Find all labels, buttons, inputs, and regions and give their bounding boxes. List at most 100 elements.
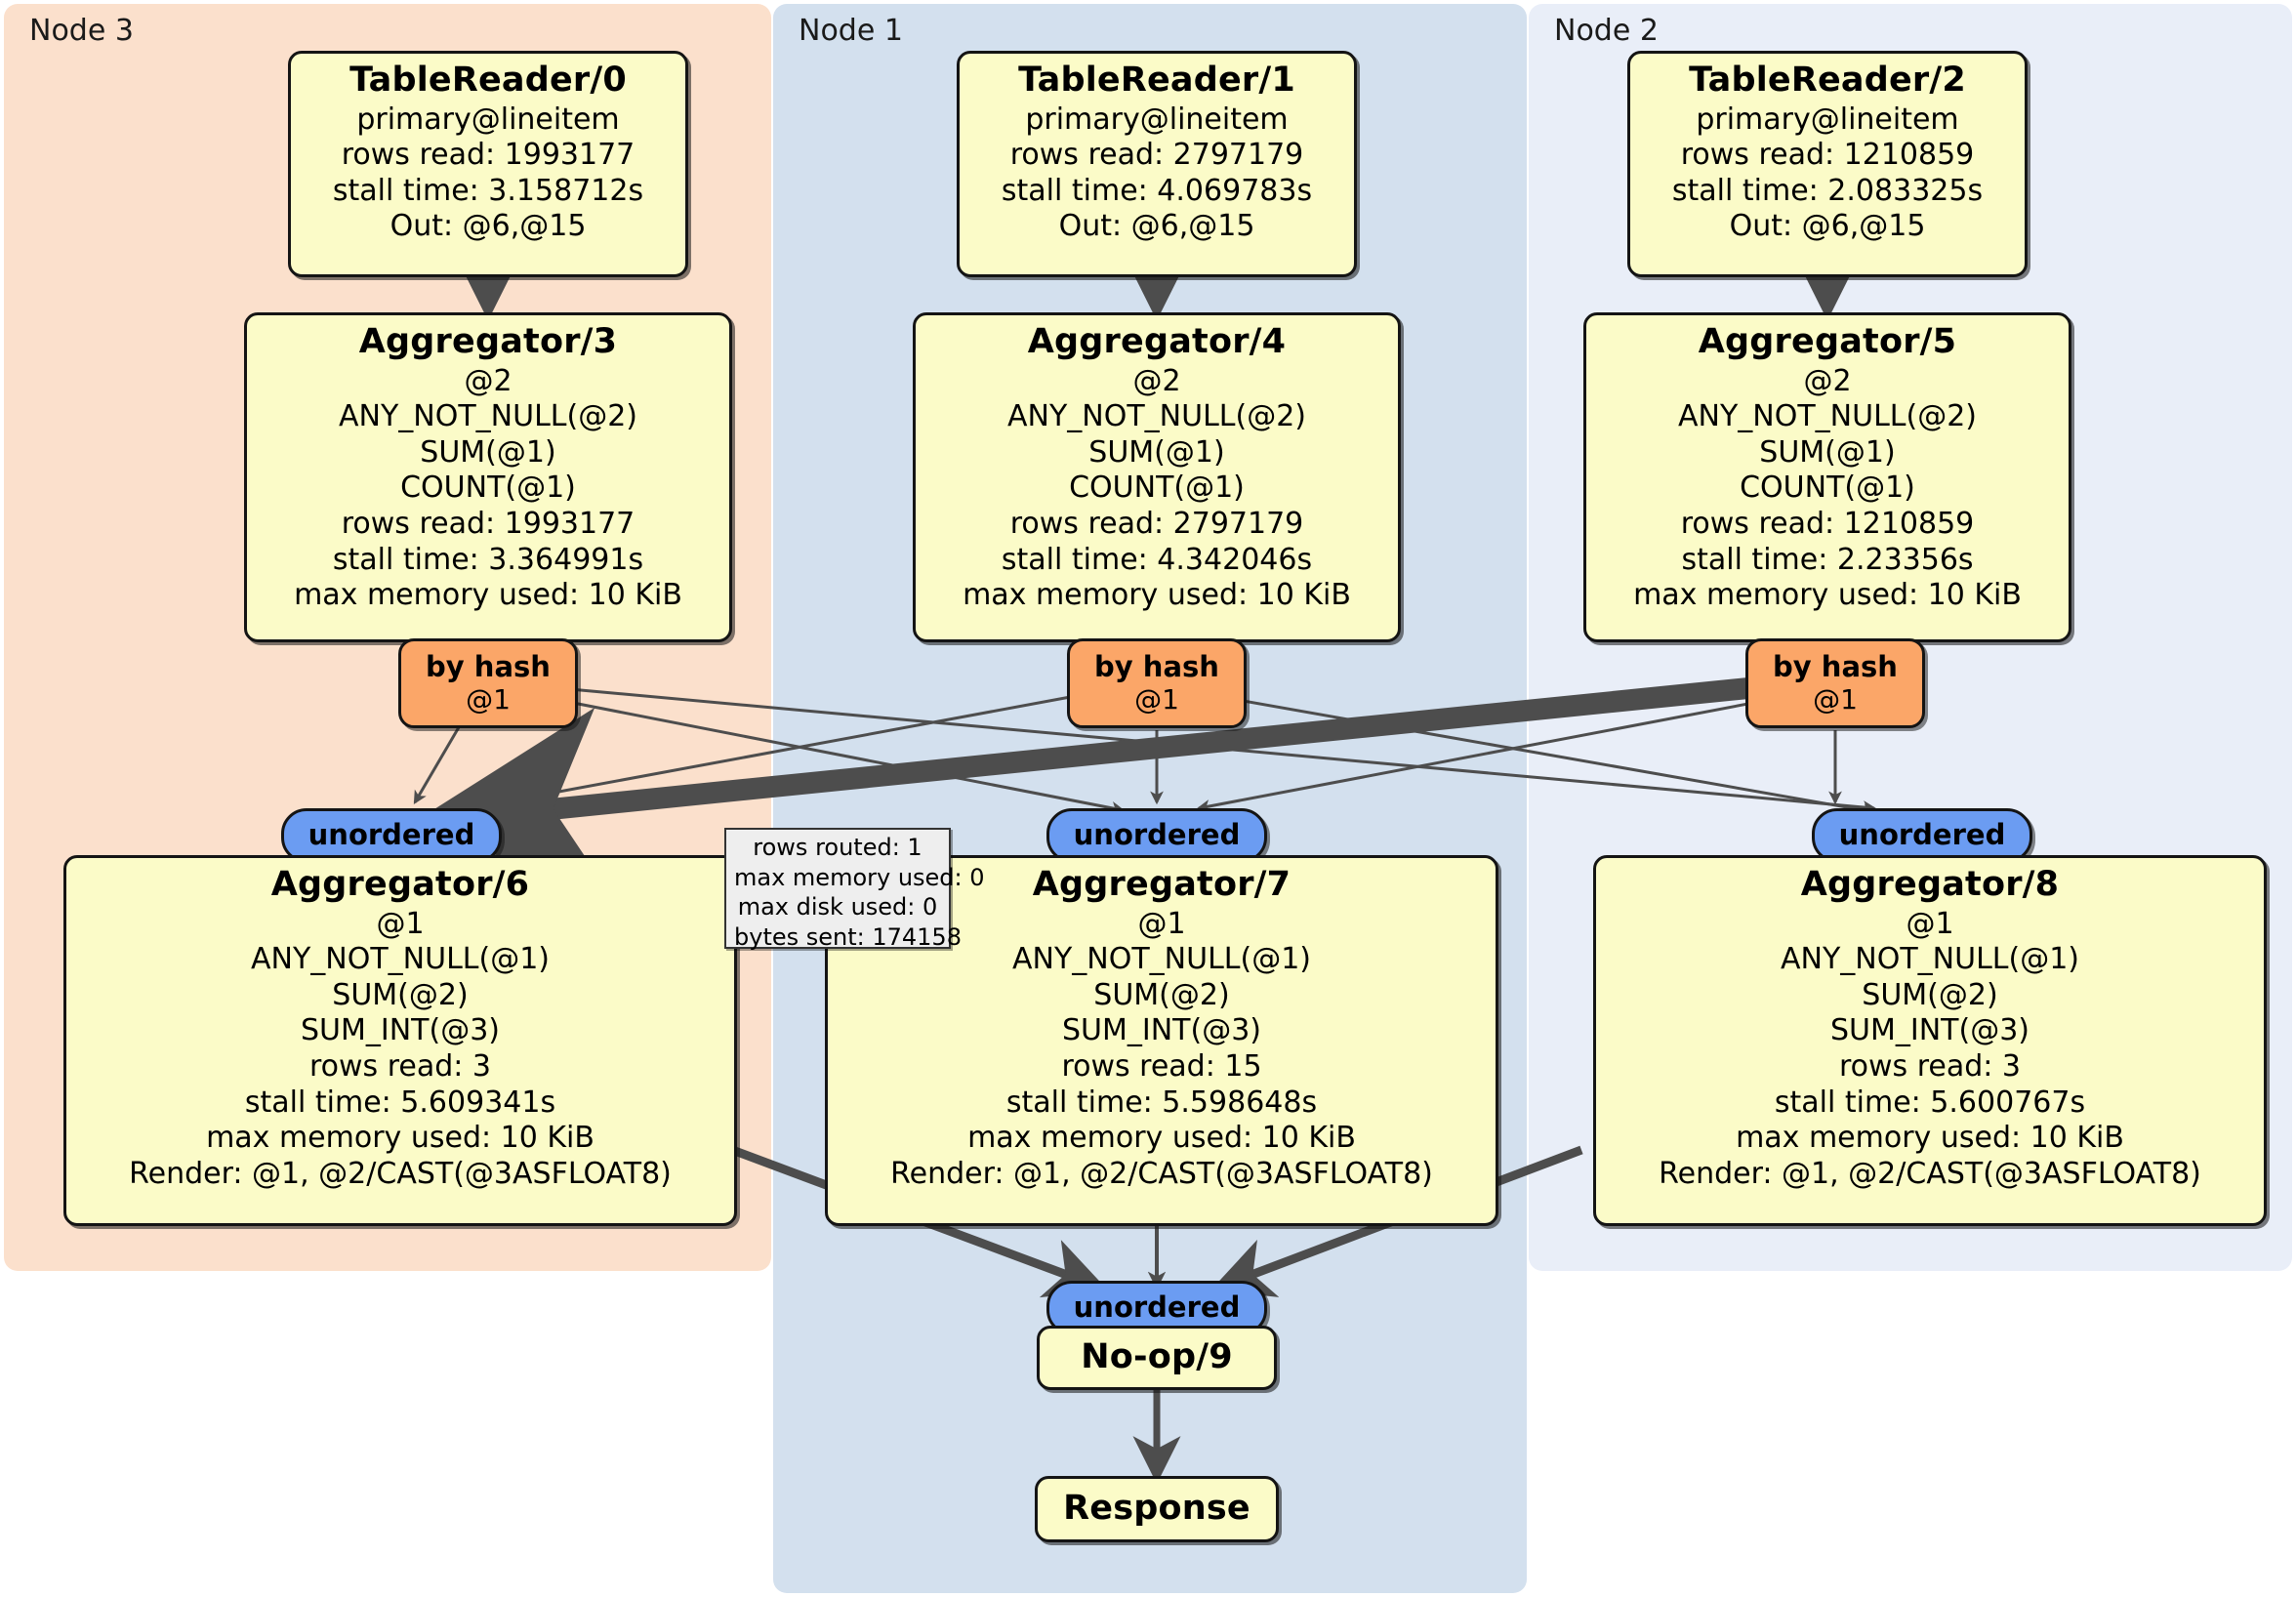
processor-detail: max memory used: 10 KiB	[1736, 1121, 2124, 1156]
processor-detail: rows read: 2797179	[1009, 507, 1304, 542]
processor-detail: max memory used: 10 KiB	[294, 578, 682, 613]
processor-detail: ANY_NOT_NULL(@1)	[1781, 942, 2079, 977]
processor-tablereader-1[interactable]: TableReader/1 primary@lineitem rows read…	[957, 51, 1357, 277]
processor-aggregator-4[interactable]: Aggregator/4 @2 ANY_NOT_NULL(@2) SUM(@1)…	[913, 312, 1401, 642]
processor-tablereader-0[interactable]: TableReader/0 primary@lineitem rows read…	[288, 51, 688, 277]
synchronizer-label: unordered	[1073, 818, 1241, 852]
processor-detail: rows read: 3	[1838, 1049, 2022, 1085]
processor-detail: stall time: 3.364991s	[332, 542, 644, 577]
edge-hash4-unord8	[1198, 691, 1877, 817]
processor-title: Aggregator/3	[358, 322, 618, 361]
processor-detail: ANY_NOT_NULL(@2)	[1678, 399, 1977, 434]
processor-detail: stall time: 2.23356s	[1681, 542, 1974, 577]
processor-detail: rows read: 15	[1061, 1049, 1262, 1085]
processor-detail: ANY_NOT_NULL(@1)	[1012, 942, 1311, 977]
synchronizer-label: unordered	[1838, 818, 2006, 852]
processor-detail: @1	[1906, 906, 1954, 941]
processor-detail: SUM(@1)	[420, 434, 556, 470]
processor-detail: SUM_INT(@3)	[1830, 1013, 2030, 1048]
synchronizer-label: unordered	[1073, 1290, 1241, 1325]
processor-title: Aggregator/5	[1698, 322, 1957, 361]
processor-detail: stall time: 4.069783s	[1001, 173, 1313, 208]
stat-rows-routed: rows routed: 1	[753, 834, 922, 861]
processor-detail: @2	[1132, 363, 1181, 398]
router-label: by hash	[426, 649, 551, 683]
processor-detail: COUNT(@1)	[1069, 471, 1245, 506]
processor-title: No-op/9	[1081, 1336, 1233, 1376]
processor-aggregator-3[interactable]: Aggregator/3 @2 ANY_NOT_NULL(@2) SUM(@1)…	[244, 312, 732, 642]
stat-max-disk-used: max disk used: 0	[737, 893, 938, 921]
processor-title: TableReader/0	[349, 61, 627, 100]
processor-aggregator-5[interactable]: Aggregator/5 @2 ANY_NOT_NULL(@2) SUM(@1)…	[1583, 312, 2071, 642]
processor-aggregator-6[interactable]: Aggregator/6 @1 ANY_NOT_NULL(@1) SUM(@2)…	[63, 855, 737, 1226]
processor-title: Response	[1063, 1488, 1250, 1528]
processor-title: TableReader/1	[1018, 61, 1295, 100]
processor-detail: Render: @1, @2/CAST(@3ASFLOAT8)	[1659, 1156, 2201, 1191]
cluster-label-node1: Node 1	[799, 14, 903, 48]
processor-title: Aggregator/7	[1032, 865, 1292, 904]
processor-title: Aggregator/6	[270, 865, 530, 904]
processor-detail: stall time: 5.600767s	[1774, 1085, 2086, 1120]
processor-detail: SUM(@2)	[332, 977, 469, 1012]
processor-detail: @1	[376, 906, 425, 941]
edge-hash5-unord6	[412, 673, 1798, 900]
cluster-label-node2: Node 2	[1554, 14, 1659, 48]
router-label: by hash	[1094, 649, 1219, 683]
processor-detail: max memory used: 10 KiB	[206, 1121, 594, 1156]
processor-detail: rows read: 1210859	[1680, 138, 1975, 173]
processor-detail: SUM_INT(@3)	[301, 1013, 500, 1048]
processor-detail: @1	[1137, 906, 1186, 941]
processor-detail: max memory used: 10 KiB	[963, 578, 1351, 613]
processor-detail: primary@lineitem	[356, 102, 620, 137]
processor-detail: COUNT(@1)	[400, 471, 576, 506]
processor-detail: Out: @6,@15	[390, 209, 587, 244]
processor-detail: ANY_NOT_NULL(@2)	[1007, 399, 1306, 434]
router-column: @1	[1813, 682, 1858, 716]
processor-detail: Out: @6,@15	[1058, 209, 1255, 244]
stream-stats-tooltip: rows routed: 1 max memory used: 0 max di…	[724, 828, 985, 951]
processor-detail: stall time: 2.083325s	[1671, 173, 1984, 208]
edge-hash5-unord7	[1196, 693, 1795, 813]
synchronizer-label: unordered	[308, 818, 475, 852]
stat-bytes-sent: bytes sent: 174158	[734, 923, 962, 952]
processor-noop-9[interactable]: No-op/9	[1037, 1326, 1277, 1390]
processor-detail: primary@lineitem	[1696, 102, 1959, 137]
processor-detail: rows read: 2797179	[1009, 138, 1304, 173]
processor-response[interactable]: Response	[1035, 1476, 1279, 1542]
processor-aggregator-8[interactable]: Aggregator/8 @1 ANY_NOT_NULL(@1) SUM(@2)…	[1593, 855, 2267, 1226]
router-by-hash-3[interactable]: by hash @1	[398, 638, 578, 728]
processor-detail: SUM_INT(@3)	[1062, 1013, 1261, 1048]
processor-detail: max memory used: 10 KiB	[967, 1121, 1356, 1156]
processor-detail: Render: @1, @2/CAST(@3ASFLOAT8)	[890, 1156, 1433, 1191]
processor-detail: rows read: 3	[308, 1049, 492, 1085]
processor-detail: ANY_NOT_NULL(@1)	[251, 942, 550, 977]
stat-max-memory-used: max memory used: 0	[734, 863, 985, 891]
edge-hash3-unord7	[522, 691, 1126, 815]
processor-detail: stall time: 3.158712s	[332, 173, 644, 208]
processor-detail: rows read: 1210859	[1680, 507, 1975, 542]
router-column: @1	[1134, 682, 1179, 716]
processor-detail: @2	[1803, 363, 1852, 398]
processor-detail: Render: @1, @2/CAST(@3ASFLOAT8)	[129, 1156, 672, 1191]
processor-detail: SUM(@2)	[1862, 977, 1998, 1012]
processor-detail: rows read: 1993177	[341, 507, 636, 542]
processor-detail: stall time: 5.598648s	[1005, 1085, 1318, 1120]
processor-title: Aggregator/8	[1800, 865, 2060, 904]
router-label: by hash	[1773, 649, 1898, 683]
processor-title: Aggregator/4	[1027, 322, 1287, 361]
processor-detail: rows read: 1993177	[341, 138, 636, 173]
edge-hash3-unord6	[413, 726, 461, 804]
synchronizer-unordered-7[interactable]: unordered	[1046, 808, 1267, 863]
processor-detail: stall time: 5.609341s	[244, 1085, 556, 1120]
processor-detail: stall time: 4.342046s	[1001, 542, 1313, 577]
processor-detail: max memory used: 10 KiB	[1633, 578, 2022, 613]
router-by-hash-4[interactable]: by hash @1	[1067, 638, 1247, 728]
router-column: @1	[466, 682, 511, 716]
processor-detail: @2	[464, 363, 512, 398]
processor-detail: COUNT(@1)	[1740, 471, 1915, 506]
processor-title: TableReader/2	[1689, 61, 1966, 100]
processor-tablereader-2[interactable]: TableReader/2 primary@lineitem rows read…	[1627, 51, 2028, 277]
router-by-hash-5[interactable]: by hash @1	[1745, 638, 1925, 728]
processor-detail: SUM(@1)	[1759, 434, 1896, 470]
